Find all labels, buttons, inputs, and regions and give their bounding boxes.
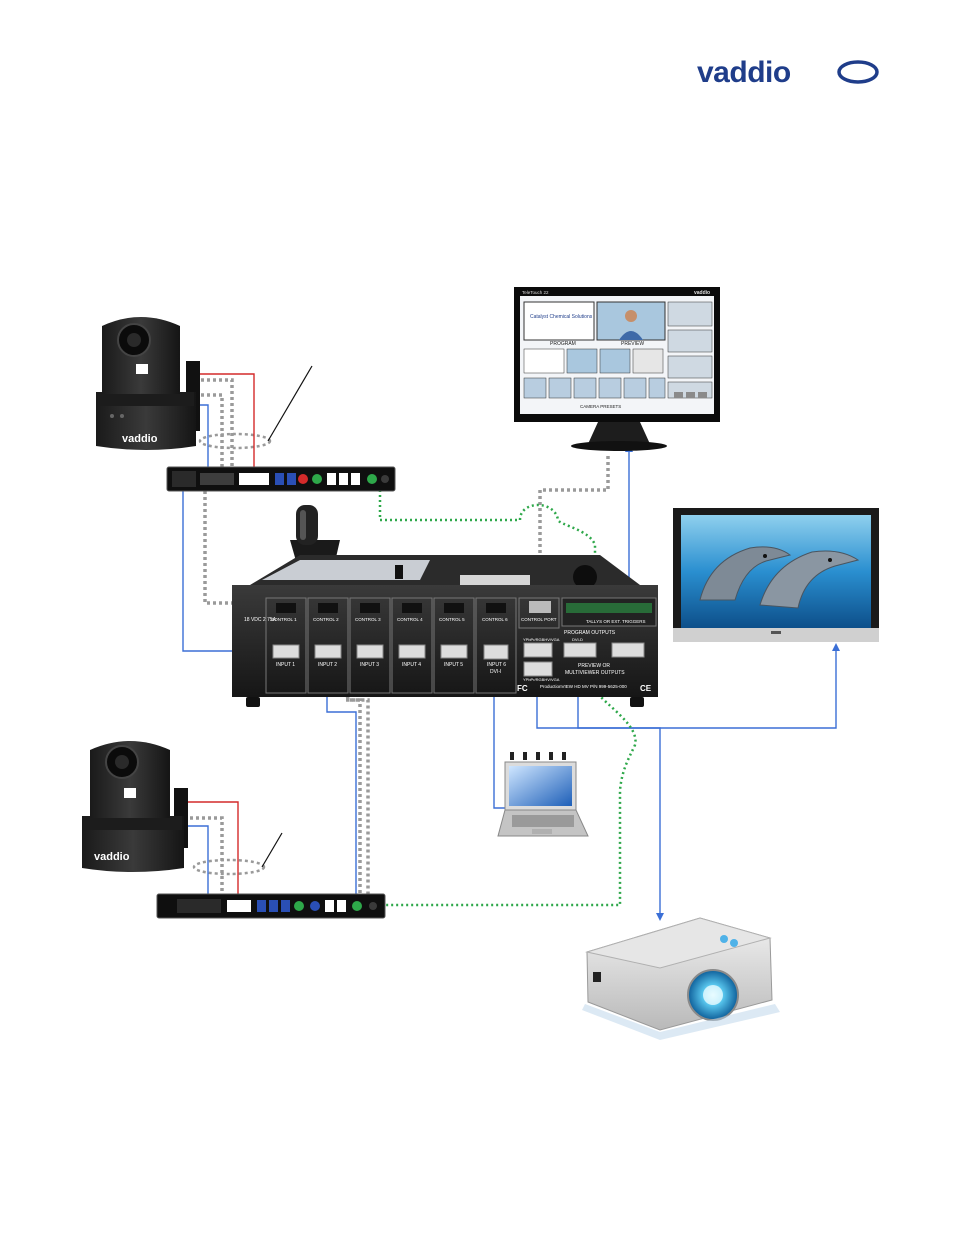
quick-connect-interface-2 (156, 893, 386, 919)
control-label: CONTROL 3 (355, 617, 381, 622)
ce-mark: CE (640, 684, 652, 693)
control-label: CONTROL 4 (397, 617, 423, 622)
input-label: INPUT 1 (276, 662, 295, 668)
control-label: CONTROL 1 (271, 617, 297, 622)
projector (582, 917, 780, 1040)
arrow-to-projector (656, 913, 664, 921)
input-label: INPUT 3 (360, 662, 379, 668)
ptz-camera-2: vaddio (82, 741, 188, 872)
power-cables (186, 373, 255, 895)
program-tile-title: Catalyst Chemical Solutions (530, 314, 593, 320)
input-module: CONTROL 3 INPUT 3 (349, 597, 391, 694)
touchscreen-title: TeleTouch 22 (522, 290, 549, 295)
program-outputs-label: PROGRAM OUTPUTS (564, 630, 616, 636)
laptop-icons-row (510, 752, 566, 760)
control-port-label: CONTROL PORT (521, 617, 557, 622)
power-label: 18 VDC 2.75A (244, 617, 277, 623)
input-module: CONTROL 1 INPUT 1 (265, 597, 307, 694)
fcc-mark: FC (517, 684, 528, 693)
multiviewer-label: MULTIVIEWER OUTPUTS (565, 670, 625, 676)
cable-bundle-marker (198, 432, 272, 450)
input-module: CONTROL 4 INPUT 4 (391, 597, 433, 694)
input-label: INPUT 5 (444, 662, 463, 668)
input-module: CONTROL 2 INPUT 2 (307, 597, 349, 694)
tally-label: TALLYS OR EXT. TRIGGERS (586, 619, 646, 624)
model-label: ProductionVIEW HD MV P/N 999-5625-000 (540, 684, 627, 689)
laptop (497, 752, 589, 837)
production-switcher: 18 VDC 2.75A CONTROL 1 INPUT 1 CONTROL 2 IN… (232, 505, 658, 707)
touchscreen-brand: vaddio (694, 290, 710, 296)
input-6-sub: DVI-I (490, 669, 501, 675)
input-label: INPUT 4 (402, 662, 421, 668)
control-label: CONTROL 2 (313, 617, 339, 622)
touchscreen-display: TeleTouch 22 vaddio Catalyst Chemical So… (514, 287, 720, 451)
cable-bundle-marker (192, 858, 266, 876)
quick-connect-interface-1 (166, 466, 396, 492)
input-6-module: INPUT 6 DVI-I CONTROL 6 (475, 597, 517, 694)
preview-label: PREVIEW (621, 341, 644, 347)
camera-brand: vaddio (122, 433, 158, 445)
vaddio-logo: vaddio (697, 56, 879, 89)
camera-brand: vaddio (94, 851, 130, 863)
output-c-label: YPbPr/RGBHV/VGA (523, 677, 560, 682)
ethernet-cables (378, 490, 637, 907)
arrow-to-monitor (832, 643, 840, 651)
ptz-camera-1: vaddio (96, 317, 200, 450)
rear-right-panel: CONTROL PORT TALLYS OR EXT. TRIGGERS PRO… (517, 597, 657, 693)
control-6-label: CONTROL 6 (482, 617, 508, 622)
control-label: CONTROL 5 (439, 617, 465, 622)
output-a-label: YPbPr/RGBHV/VGA (523, 637, 560, 642)
input-label: INPUT 2 (318, 662, 337, 668)
output-b-label: DVI-D (572, 637, 583, 642)
flat-panel-monitor (673, 508, 879, 642)
input-module: CONTROL 5 INPUT 5 (433, 597, 475, 694)
program-label: PROGRAM (550, 341, 576, 347)
input-6-label: INPUT 6 (487, 662, 506, 668)
camera-presets-label: CAMERA PRESETS (580, 404, 621, 409)
logo-text: vaddio (697, 56, 791, 89)
preview-or-label: PREVIEW OR (578, 663, 610, 669)
